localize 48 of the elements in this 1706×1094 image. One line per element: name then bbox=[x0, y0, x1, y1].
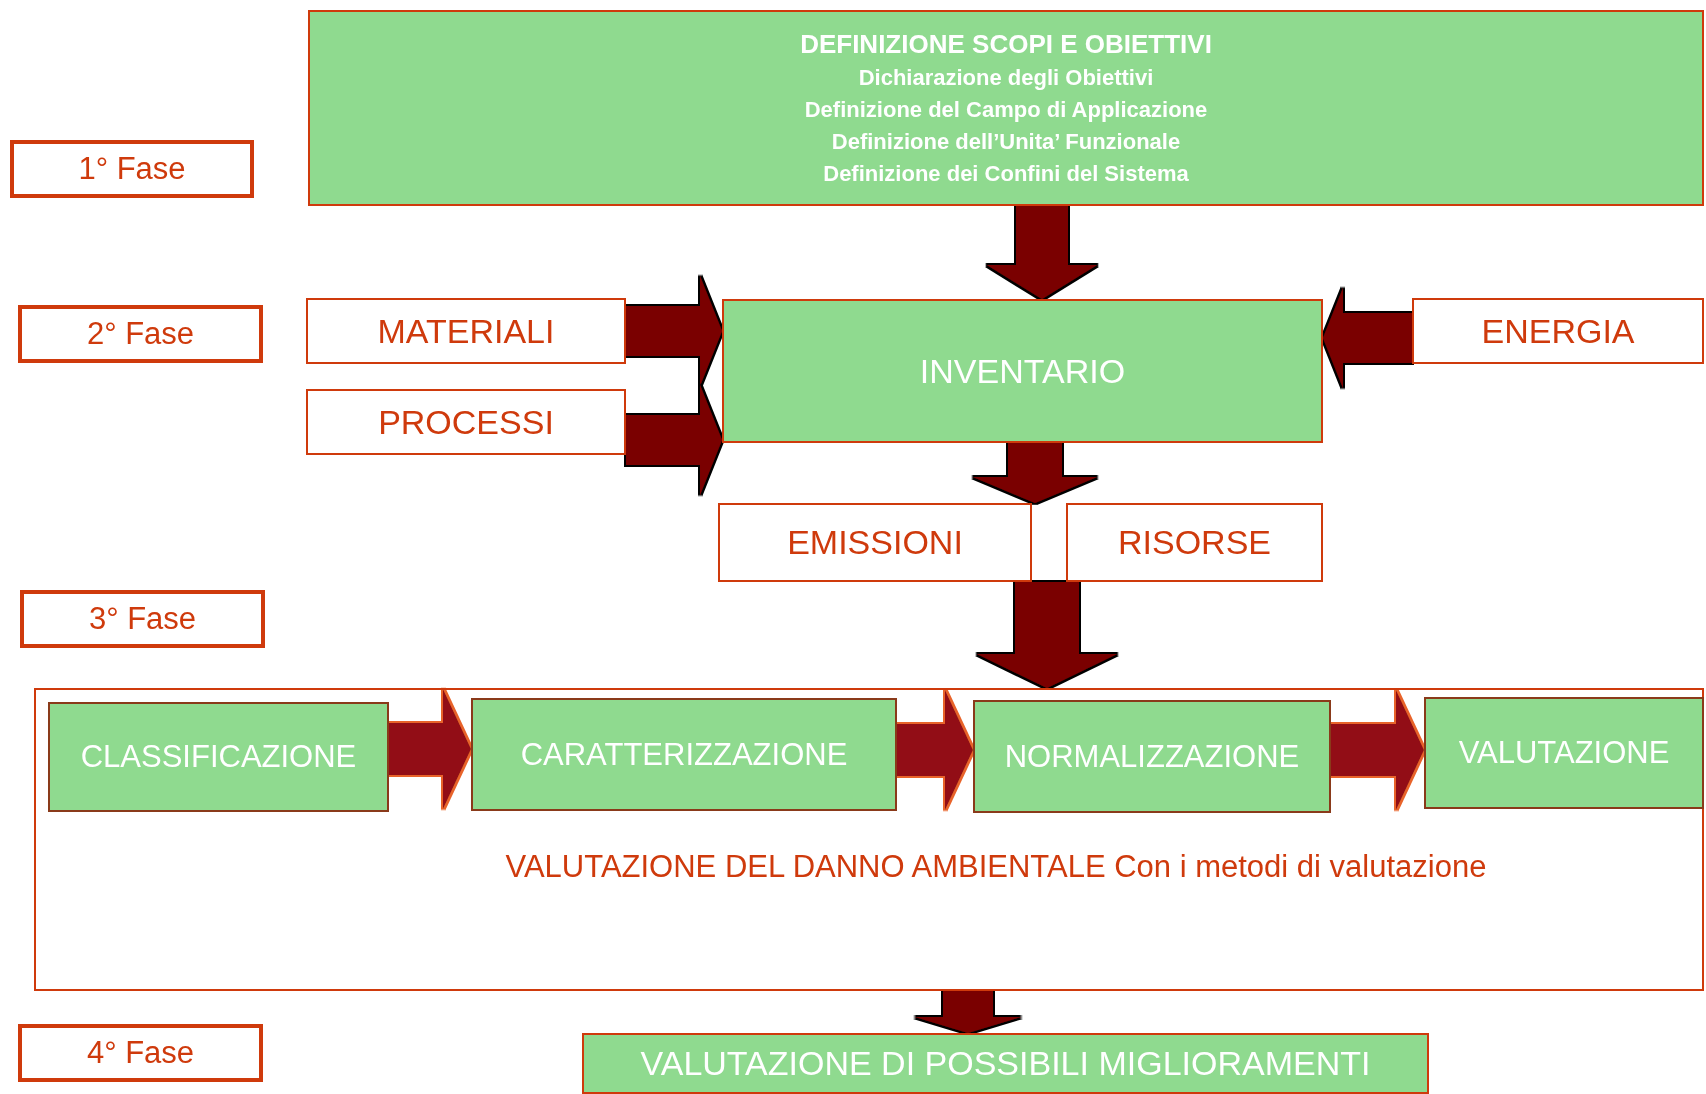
step-label: CARATTERIZZAZIONE bbox=[520, 735, 848, 774]
block-arrow bbox=[915, 991, 1021, 1033]
step-label: CLASSIFICAZIONE bbox=[80, 738, 357, 776]
phase-label: 4° Fase bbox=[86, 1034, 195, 1072]
process-box bbox=[1412, 298, 1704, 364]
phase-box bbox=[308, 10, 1704, 206]
block-arrow bbox=[626, 276, 722, 386]
block-arrow bbox=[626, 385, 722, 495]
box-label: RISORSE bbox=[1117, 522, 1271, 563]
block-arrow bbox=[977, 582, 1117, 688]
phase-label-box bbox=[10, 140, 254, 198]
block-arrow bbox=[897, 690, 973, 810]
phase-frame bbox=[34, 688, 1704, 991]
step-label: VALUTAZIONE bbox=[1458, 734, 1670, 772]
block-arrow bbox=[1323, 288, 1412, 388]
box-text: Definizione del Campo di Applicazione bbox=[804, 96, 1208, 124]
phase-label-box bbox=[20, 590, 265, 648]
block-arrow bbox=[1331, 690, 1424, 810]
process-box bbox=[582, 1033, 1429, 1094]
phase-label: 1° Fase bbox=[78, 150, 186, 188]
box-text: Definizione dei Confini del Sistema bbox=[823, 160, 1189, 188]
box-label: INVENTARIO bbox=[919, 350, 1126, 392]
box-label: EMISSIONI bbox=[787, 522, 963, 563]
step-label: NORMALIZZAZIONE bbox=[1004, 737, 1300, 776]
box-label: PROCESSI bbox=[378, 401, 554, 443]
frame-caption: VALUTAZIONE DEL DANNO AMBIENTALE Con i metodi di valutazione bbox=[504, 848, 1488, 886]
step-box bbox=[1424, 697, 1704, 809]
box-text: Dichiarazione degli Obiettivi bbox=[858, 64, 1154, 92]
step-box bbox=[48, 702, 389, 812]
phase-label: 3° Fase bbox=[88, 600, 197, 638]
phase-label: 2° Fase bbox=[86, 315, 195, 353]
box-label: VALUTAZIONE DI POSSIBILI MIGLIORAMENTI bbox=[640, 1043, 1371, 1084]
box-text: DEFINIZIONE SCOPI E OBIETTIVI bbox=[800, 28, 1212, 61]
block-arrow bbox=[987, 206, 1097, 299]
phase-label-box bbox=[18, 1024, 263, 1082]
step-box bbox=[973, 700, 1331, 813]
box-label: ENERGIA bbox=[1481, 310, 1635, 352]
process-box bbox=[306, 389, 626, 455]
process-box bbox=[1066, 503, 1323, 582]
box-label: MATERIALI bbox=[377, 310, 555, 352]
step-box bbox=[471, 698, 897, 811]
block-arrow bbox=[389, 689, 471, 809]
process-box bbox=[718, 503, 1032, 582]
process-box bbox=[306, 298, 626, 364]
box-text: Definizione dell’Unita’ Funzionale bbox=[831, 128, 1181, 156]
phase-label-box bbox=[18, 305, 263, 363]
block-arrow bbox=[973, 443, 1097, 503]
process-box bbox=[722, 299, 1323, 443]
